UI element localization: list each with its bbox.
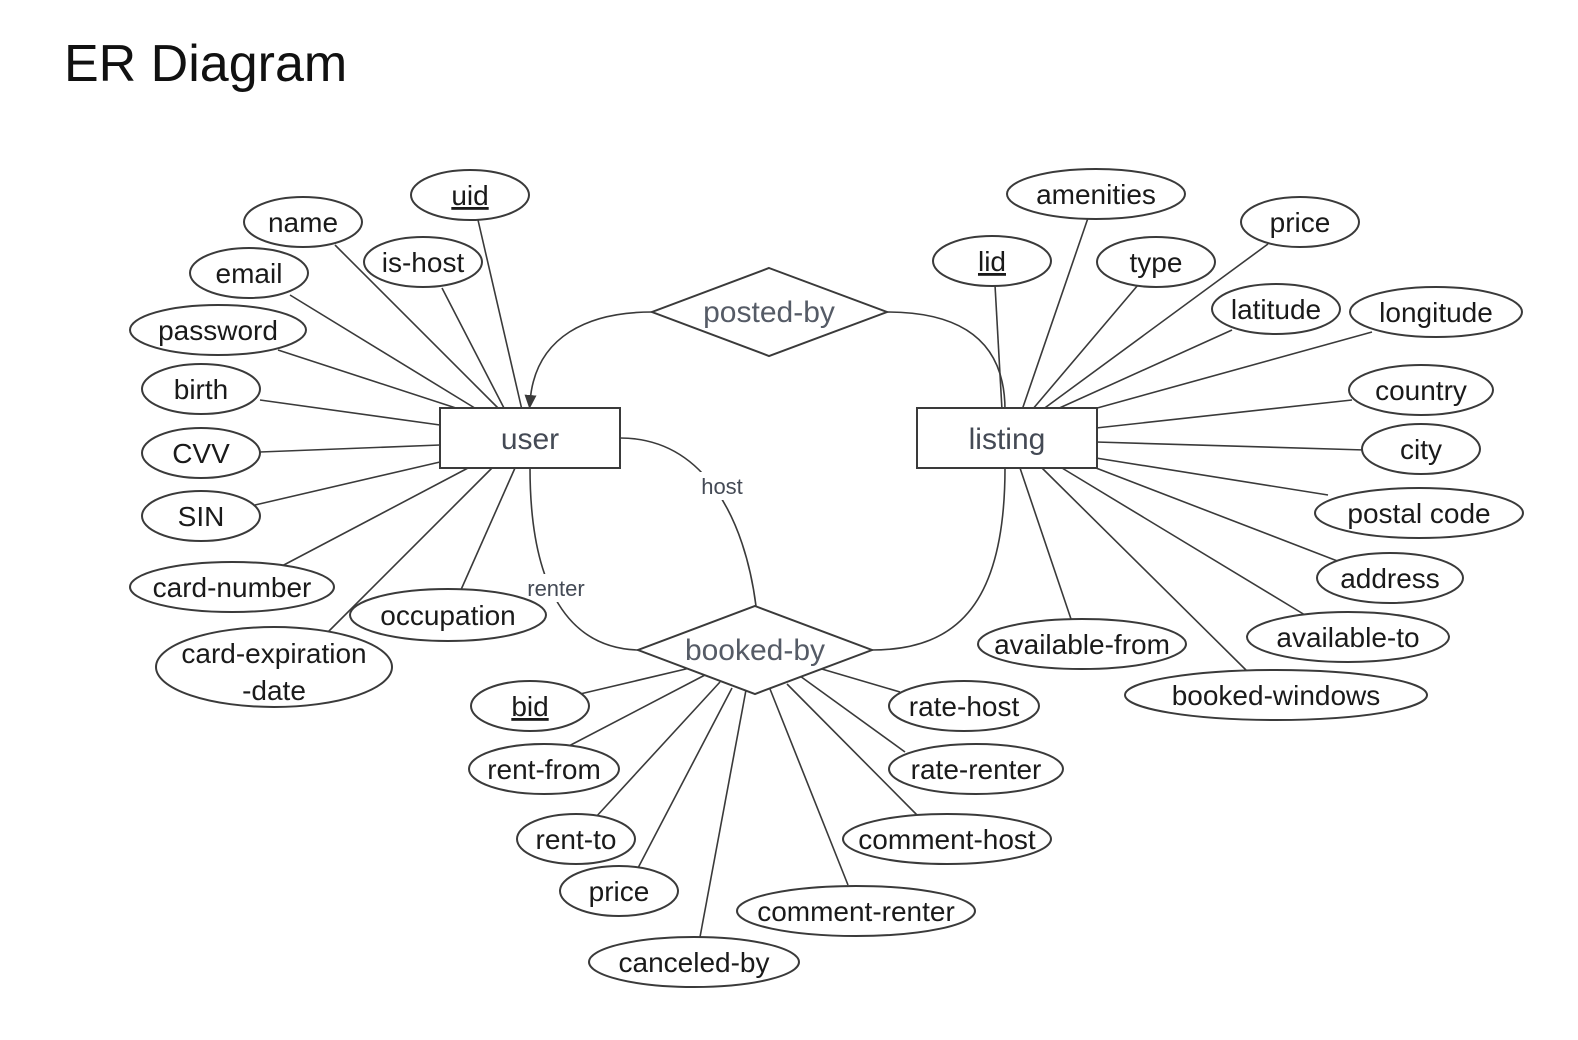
attribute-password[interactable]: password	[129, 304, 307, 356]
attribute-label-rent-to: rent-to	[536, 824, 617, 855]
attribute-label-comment-host: comment-host	[858, 824, 1036, 855]
role-label-host: host	[701, 474, 743, 499]
entity-label-listing: listing	[969, 423, 1046, 456]
listing-booked-by-line	[871, 467, 1006, 651]
entity-label-user: user	[501, 423, 559, 456]
attribute-label-rent-from: rent-from	[487, 754, 601, 785]
attribute-available-to[interactable]: available-to	[1246, 611, 1450, 663]
attribute-canceled-by[interactable]: canceled-by	[588, 936, 800, 988]
page-title: ER Diagram	[64, 35, 348, 93]
attribute-uid[interactable]: uid	[410, 169, 530, 221]
posted-by-to-user-line	[524, 311, 653, 409]
user-host-line	[619, 437, 757, 607]
attribute-label-longitude: longitude	[1379, 297, 1493, 328]
attribute-label-occupation: occupation	[380, 600, 515, 631]
attribute-rent-to[interactable]: rent-to	[516, 813, 636, 865]
attribute-longitude[interactable]: longitude	[1349, 286, 1523, 338]
attribute-comment-renter[interactable]: comment-renter	[736, 885, 976, 937]
attribute-label-available-from: available-from	[994, 629, 1170, 660]
attribute-label-password: password	[158, 315, 278, 346]
attribute-label-cvv: CVV	[172, 438, 230, 469]
relationship-booked-by[interactable]: booked-by	[635, 604, 875, 696]
attribute-amenities[interactable]: amenities	[1006, 168, 1186, 220]
attribute-bid[interactable]: bid	[470, 680, 590, 732]
attribute-rate-renter[interactable]: rate-renter	[888, 743, 1064, 795]
attribute-label-rate-renter: rate-renter	[911, 754, 1042, 785]
attribute-label-sin: SIN	[178, 501, 225, 532]
booking-attribute-connectors	[564, 666, 919, 938]
attribute-card-expiration-date[interactable]: card-expiration -date	[155, 626, 393, 708]
attribute-label-booking-price: price	[589, 876, 650, 907]
renter-label-bg	[518, 574, 594, 602]
attribute-name[interactable]: name	[243, 196, 363, 248]
attribute-label-type: type	[1130, 247, 1183, 278]
attribute-label-card-number: card-number	[153, 572, 312, 603]
attribute-label-card-expiration-line1: card-expiration	[181, 638, 366, 669]
attribute-cvv[interactable]: CVV	[141, 427, 261, 479]
attribute-comment-host[interactable]: comment-host	[842, 813, 1052, 865]
attribute-label-rate-host: rate-host	[909, 691, 1020, 722]
attribute-label-uid: uid	[451, 180, 488, 211]
relationship-lines	[524, 311, 1006, 651]
attribute-label-lid: lid	[978, 246, 1006, 277]
attribute-label-amenities: amenities	[1036, 179, 1156, 210]
relationship-label-posted-by: posted-by	[703, 296, 835, 329]
attribute-label-latitude: latitude	[1231, 294, 1321, 325]
attribute-label-birth: birth	[174, 374, 228, 405]
attribute-label-bid: bid	[511, 691, 548, 722]
role-label-renter: renter	[527, 576, 584, 601]
attribute-listing-price[interactable]: price	[1240, 196, 1360, 248]
user-renter-line	[529, 467, 639, 651]
attribute-type[interactable]: type	[1096, 236, 1216, 288]
attribute-address[interactable]: address	[1316, 552, 1464, 604]
attribute-label-city: city	[1400, 434, 1442, 465]
attribute-label-card-expiration-line2: -date	[242, 675, 306, 706]
attribute-latitude[interactable]: latitude	[1211, 283, 1341, 335]
attribute-label-postal-code: postal code	[1347, 498, 1490, 529]
attribute-card-number[interactable]: card-number	[129, 561, 335, 613]
attribute-occupation[interactable]: occupation	[349, 588, 547, 642]
entity-listing[interactable]: listing	[916, 407, 1098, 469]
attribute-label-is-host: is-host	[382, 247, 465, 278]
attribute-label-listing-price: price	[1270, 207, 1331, 238]
relationship-label-booked-by: booked-by	[685, 634, 825, 667]
listing-attribute-connectors	[994, 217, 1373, 673]
attribute-label-canceled-by: canceled-by	[619, 947, 770, 978]
attribute-rate-host[interactable]: rate-host	[888, 680, 1040, 732]
attribute-city[interactable]: city	[1361, 423, 1481, 475]
attribute-label-country: country	[1375, 375, 1467, 406]
attribute-country[interactable]: country	[1348, 364, 1494, 416]
attribute-postal-code[interactable]: postal code	[1314, 487, 1524, 539]
attribute-sin[interactable]: SIN	[141, 490, 261, 542]
host-label-bg	[693, 472, 751, 500]
attribute-label-booked-windows: booked-windows	[1172, 680, 1381, 711]
posted-by-to-listing-line	[886, 311, 1006, 411]
attribute-email[interactable]: email	[189, 247, 309, 299]
attribute-label-name: name	[268, 207, 338, 238]
attribute-label-available-to: available-to	[1276, 622, 1419, 653]
attribute-label-address: address	[1340, 563, 1440, 594]
attribute-label-comment-renter: comment-renter	[757, 896, 955, 927]
attribute-lid[interactable]: lid	[932, 235, 1052, 287]
attribute-birth[interactable]: birth	[141, 363, 261, 415]
attribute-is-host[interactable]: is-host	[363, 236, 483, 288]
attribute-booking-price[interactable]: price	[559, 865, 679, 917]
attribute-booked-windows[interactable]: booked-windows	[1124, 669, 1428, 721]
user-attribute-connectors	[254, 219, 523, 636]
attribute-label-email: email	[216, 258, 283, 289]
relationship-posted-by[interactable]: posted-by	[649, 266, 890, 358]
attribute-available-from[interactable]: available-from	[977, 618, 1187, 670]
attribute-rent-from[interactable]: rent-from	[468, 743, 620, 795]
entity-user[interactable]: user	[439, 407, 621, 469]
